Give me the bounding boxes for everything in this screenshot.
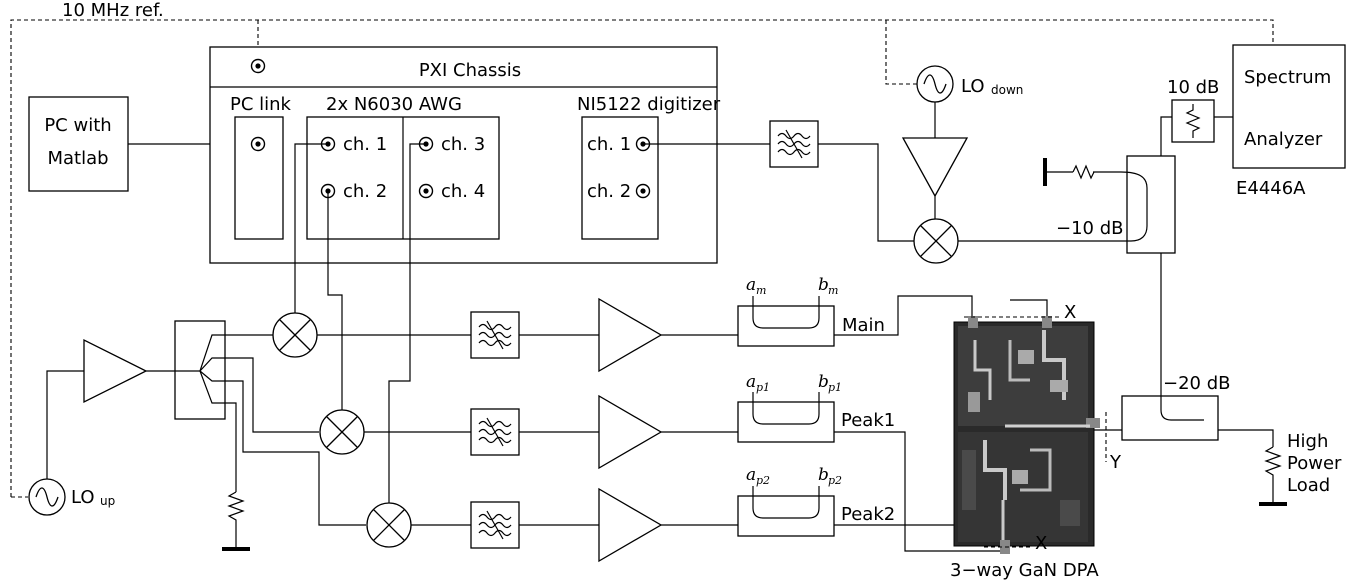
y-plane-label: Y <box>1109 452 1122 473</box>
pc-box <box>28 96 129 192</box>
lo-down-label: LO <box>961 76 985 97</box>
attenuator-10db-label: 10 dB <box>1167 77 1219 98</box>
lo-up-source-icon <box>28 478 66 516</box>
svg-text:m: m <box>828 284 838 297</box>
sa-model-label: E4446A <box>1236 178 1306 199</box>
main-coupler-icon <box>737 296 835 347</box>
coupler-20db-label: −20 dB <box>1163 373 1230 394</box>
peak1-label: Peak1 <box>841 410 895 431</box>
ap1-label: a <box>746 372 756 392</box>
dpa-board-photo <box>953 316 1100 554</box>
peak2-label: Peak2 <box>841 504 895 525</box>
dpa-caption: 3−way GaN DPA <box>950 560 1099 581</box>
lo-down-amplifier-icon <box>901 137 969 198</box>
main-bandpass-filter-icon <box>470 311 520 359</box>
sa-label-line1: Spectrum <box>1244 67 1331 88</box>
x-plane-bottom-label: X <box>1035 533 1047 554</box>
pc-link-module <box>234 116 284 240</box>
ap2-label: a <box>746 465 756 485</box>
pc-link-connector-icon <box>250 136 266 152</box>
awg-label: 2x N6030 AWG <box>326 94 462 115</box>
bm-label: b <box>818 275 829 295</box>
bp2-label: b <box>818 465 829 485</box>
lo-up-amplifier-icon <box>83 338 148 404</box>
x-plane-top-label: X <box>1064 302 1076 323</box>
lo-down-source-icon <box>916 65 954 103</box>
svg-text:p2: p2 <box>756 474 770 487</box>
dig-ch1-label: ch. 1 <box>587 134 631 155</box>
ref-label: 10 MHz ref. <box>62 0 164 21</box>
svg-text:p1: p1 <box>828 381 842 394</box>
main-mixer-icon <box>272 312 318 358</box>
dig-ch2-connector-icon <box>635 183 651 199</box>
peak1-mixer-icon <box>319 409 365 455</box>
peak2-coupler-icon <box>737 486 835 537</box>
pc-label-line2: Matlab <box>47 148 108 169</box>
awg-ch4-connector-icon <box>418 183 434 199</box>
coupler-20db-icon <box>1121 395 1219 441</box>
awg-ch4-label: ch. 4 <box>441 181 485 202</box>
bp1-label: b <box>818 372 829 392</box>
dig-ch2-label: ch. 2 <box>587 181 631 202</box>
coupler-10db-label: −10 dB <box>1056 218 1123 239</box>
pc-link-label: PC link <box>230 94 292 115</box>
peak1-driver-amplifier-icon <box>598 394 663 470</box>
sa-label-line2: Analyzer <box>1244 129 1323 150</box>
awg-ch2-label: ch. 2 <box>343 181 387 202</box>
rx-bandpass-filter-icon <box>769 120 819 168</box>
wave-labels: a m b m a p1 b p1 a p2 b p2 <box>746 275 842 487</box>
peak1-coupler-icon <box>737 392 835 443</box>
coupler-10db-icon <box>1126 155 1176 254</box>
svg-text:m: m <box>756 284 766 297</box>
lo-down-sub: down <box>991 83 1023 97</box>
main-label: Main <box>842 315 885 336</box>
pc-label-line1: PC with <box>44 115 111 136</box>
load-label-line1: High <box>1287 431 1328 452</box>
svg-text:p1: p1 <box>756 381 770 394</box>
ref-connector-icon <box>250 58 266 74</box>
digitizer-module <box>581 116 659 240</box>
load-label-line3: Load <box>1287 475 1330 496</box>
load-label-line2: Power <box>1287 453 1342 474</box>
peak2-driver-amplifier-icon <box>598 487 663 563</box>
peak1-bandpass-filter-icon <box>470 408 520 456</box>
am-label: a <box>746 275 756 295</box>
svg-text:p2: p2 <box>828 474 842 487</box>
awg-ch3-label: ch. 3 <box>441 134 485 155</box>
lo-up-sub: up <box>100 494 115 508</box>
digitizer-label: NI5122 digitizer <box>577 94 721 115</box>
awg-ch1-label: ch. 1 <box>343 134 387 155</box>
lo-up-label: LO <box>71 487 95 508</box>
spectrum-analyzer-box <box>1232 44 1346 169</box>
rx-mixer-icon <box>913 218 959 264</box>
peak2-mixer-icon <box>366 502 412 548</box>
pxi-chassis-title: PXI Chassis <box>419 60 521 81</box>
peak2-bandpass-filter-icon <box>470 501 520 549</box>
main-driver-amplifier-icon <box>598 297 663 373</box>
